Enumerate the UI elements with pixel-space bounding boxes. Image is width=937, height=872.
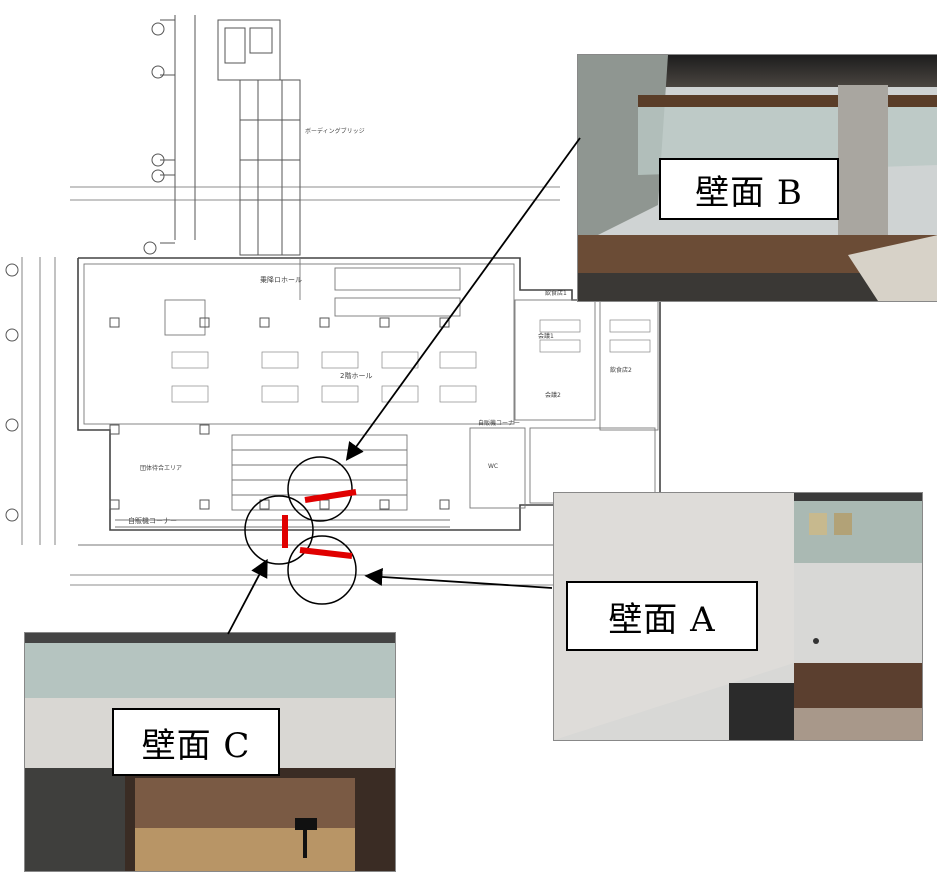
- plan-label-meeting2: 会議2: [545, 391, 561, 399]
- photo-wall-a: [553, 492, 923, 741]
- label-wall-a: 壁面 A: [566, 581, 758, 651]
- plan-label-dining1: 飲食店1: [545, 289, 567, 297]
- photo-wall-b: [577, 54, 937, 302]
- label-wall-c: 壁面 C: [112, 708, 280, 776]
- plan-label-lobby: 乗降ロホール: [260, 275, 302, 284]
- label-wall-b: 壁面 B: [659, 158, 839, 220]
- plan-label-meeting1: 会議1: [538, 332, 554, 340]
- plan-label-boarding-bridge: ボーディングブリッジ: [305, 127, 365, 135]
- plan-label-waiting: 団体待合エリア: [140, 464, 182, 472]
- plan-label-wc: WC: [488, 463, 498, 470]
- plan-label-dining2: 飲食店2: [610, 366, 632, 374]
- plan-label-hall: 2階ホール: [340, 371, 372, 380]
- plan-label-vending-right: 自販機コーナー: [478, 419, 520, 427]
- plan-label-vending-left: 自販機コーナー: [128, 516, 177, 525]
